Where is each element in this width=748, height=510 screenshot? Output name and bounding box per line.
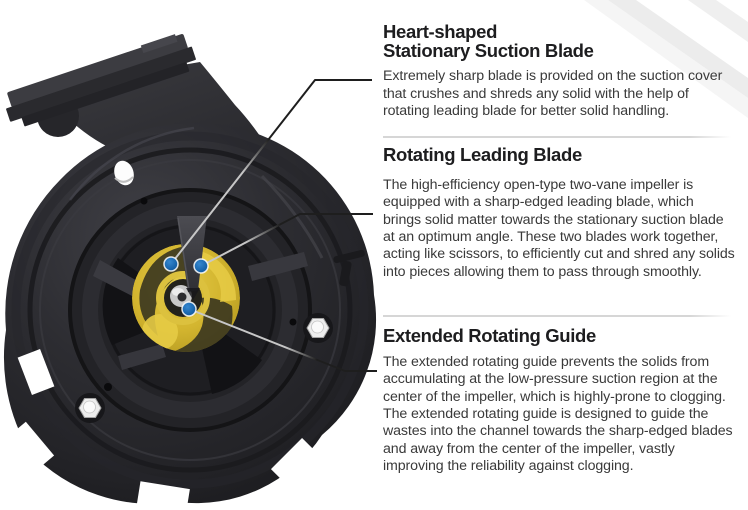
section-title: Heart-shaped Stationary Suction Blade xyxy=(383,21,735,61)
feature-descriptions: Heart-shaped Stationary Suction Blade Ex… xyxy=(383,0,735,510)
hex-bolt-left xyxy=(74,392,106,424)
section-body: Extremely sharp blade is provided on the… xyxy=(383,68,723,119)
section-rotating-leading-blade: Rotating Leading Blade The high-efficien… xyxy=(383,144,735,281)
section-extended-rotating-guide: Extended Rotating Guide The extended rot… xyxy=(383,325,735,476)
section-title-line: Rotating Leading Blade xyxy=(383,144,582,165)
section-stationary-suction-blade: Heart-shaped Stationary Suction Blade Ex… xyxy=(383,21,735,120)
pump-casing xyxy=(3,34,377,510)
section-title: Extended Rotating Guide xyxy=(383,325,735,346)
section-divider xyxy=(383,315,731,317)
callout-line-stationary-suction-blade xyxy=(170,79,372,265)
section-title-line: Extended Rotating Guide xyxy=(383,325,596,346)
section-title: Rotating Leading Blade xyxy=(383,144,735,165)
callout-line-rotating-leading-blade xyxy=(200,213,373,267)
corner-ribbon-decoration xyxy=(584,0,748,118)
callout-line-extended-rotating-guide xyxy=(188,308,377,372)
rim-notches xyxy=(5,349,320,510)
section-title-line: Stationary Suction Blade xyxy=(383,39,594,61)
callout-dot-stationary-suction-blade xyxy=(163,256,179,272)
hex-bolt-right xyxy=(302,312,334,344)
section-title-line: Heart-shaped xyxy=(383,21,498,42)
callout-dot-rotating-leading-blade xyxy=(193,258,209,274)
pump-impeller xyxy=(132,244,240,352)
section-body: The extended rotating guide prevents the… xyxy=(383,353,733,475)
pump-flange xyxy=(6,34,196,127)
section-divider xyxy=(383,136,731,138)
section-body: The high-efficiency open-type two-vane i… xyxy=(383,176,735,280)
callout-dot-extended-rotating-guide xyxy=(181,301,197,317)
